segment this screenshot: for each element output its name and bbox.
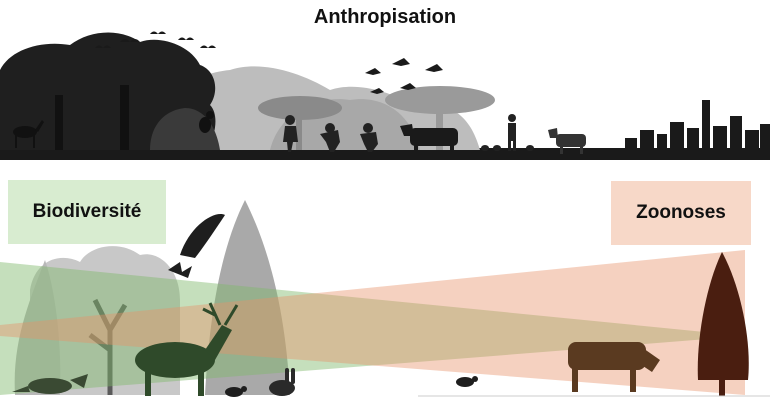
city-skyline-icon xyxy=(625,100,770,150)
owl-icon xyxy=(180,214,225,258)
anthropisation-banner xyxy=(0,32,770,161)
farmer-icon xyxy=(508,114,516,151)
mouse-icon xyxy=(456,376,478,387)
zoonoses-label: Zoonoses xyxy=(611,181,751,245)
biodiversity-label: Biodiversité xyxy=(8,180,166,244)
